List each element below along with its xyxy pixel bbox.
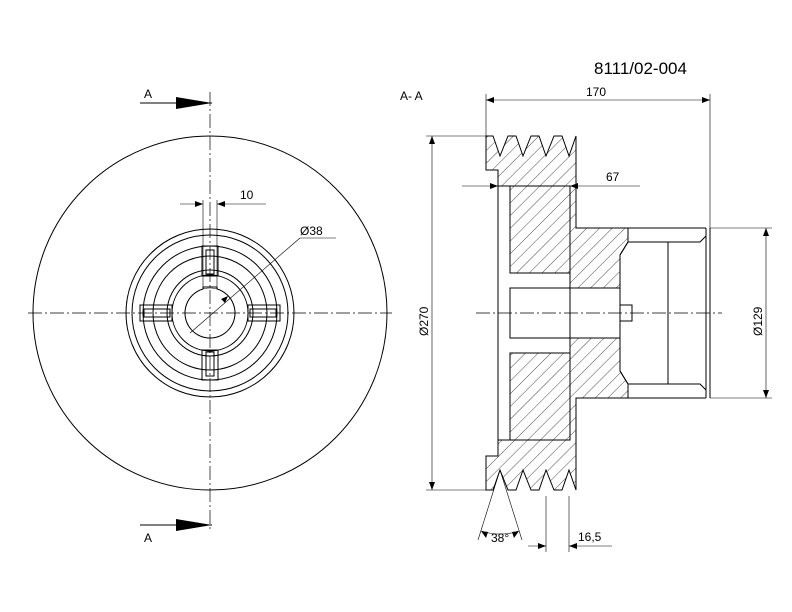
- section-view-label: A- A: [400, 89, 423, 103]
- hub-diameter-label: Ø129: [751, 306, 765, 336]
- pulley-section-upper: [485, 135, 629, 289]
- overall-length-label: 170: [586, 85, 606, 99]
- groove-pitch-label: 16,5: [578, 530, 602, 544]
- web-inner-circle: [152, 255, 268, 371]
- groove-angle-dimension: 38°: [477, 469, 523, 545]
- keyway-width-label: 10: [240, 188, 254, 202]
- section-marker-top: A: [140, 87, 212, 109]
- keyway-dimension: 10: [180, 188, 266, 287]
- boss-circle: [166, 269, 254, 357]
- rib-right-inner: [249, 308, 277, 318]
- outer-diameter-dimension: Ø270: [417, 135, 486, 491]
- groove-pitch-dimension: 16,5: [528, 496, 612, 552]
- rib-left: [139, 304, 173, 322]
- pulley-section-lower: [485, 337, 629, 491]
- outer-rim-circle: [32, 135, 388, 491]
- rib-right: [247, 304, 281, 322]
- hub-outer-circle: [125, 228, 295, 398]
- bore-diameter-label: Ø38: [300, 224, 323, 238]
- ribs: [139, 245, 281, 381]
- section-view: A- A 170 6: [400, 85, 772, 552]
- front-view: 10 Ø38 A A: [28, 87, 392, 545]
- groove-angle-label: 38°: [491, 531, 509, 545]
- hub-offset-dimension: 67: [462, 170, 640, 189]
- hub-diameter-dimension: Ø129: [710, 227, 772, 399]
- overall-length-dimension: 170: [485, 85, 711, 228]
- section-marker-bottom: A: [140, 519, 212, 545]
- rib-top-inner: [205, 249, 215, 275]
- outer-diameter-label: Ø270: [417, 306, 431, 336]
- section-marker-top-label: A: [144, 87, 152, 101]
- rib-bottom-inner: [205, 351, 215, 377]
- hub-offset-label: 67: [606, 170, 620, 184]
- bore-circle: [184, 287, 236, 339]
- bore-diameter-dimension: Ø38: [189, 224, 336, 334]
- hub-inner-circle: [131, 234, 289, 392]
- part-number: 8111/02-004: [594, 59, 687, 78]
- rib-top: [201, 245, 219, 277]
- hub-cap: [619, 234, 707, 392]
- section-marker-bottom-label: A: [144, 531, 152, 545]
- rib-left-inner: [143, 308, 171, 318]
- rib-bottom: [201, 349, 219, 381]
